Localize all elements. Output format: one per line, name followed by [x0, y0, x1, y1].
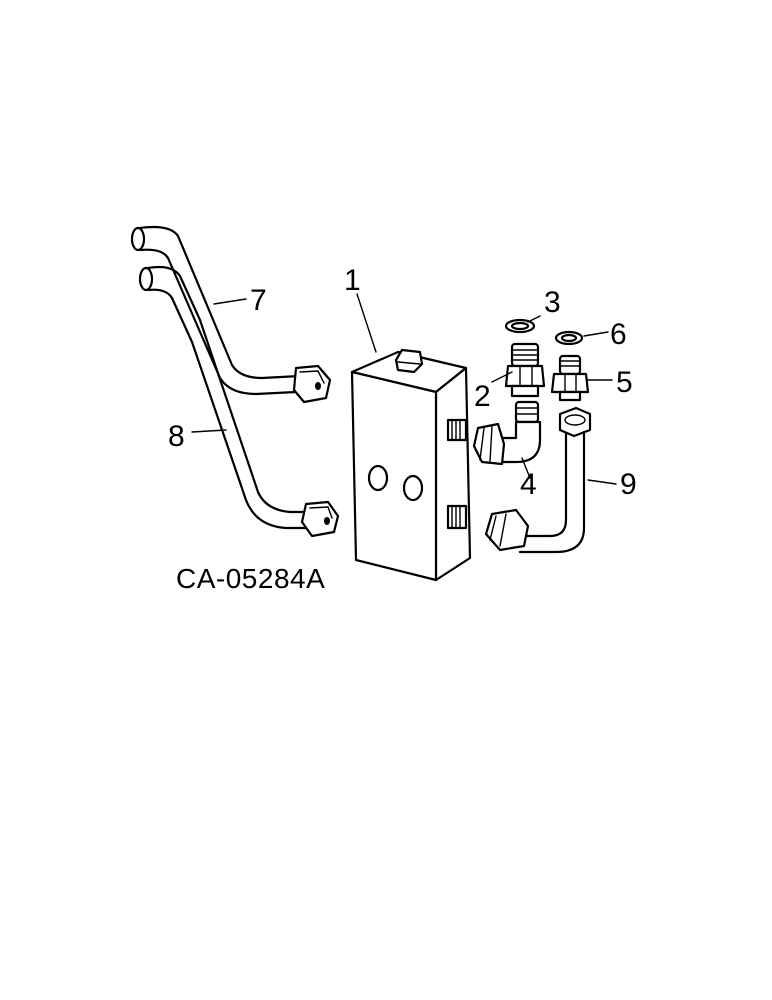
tube-8	[138, 265, 340, 538]
o-ring-3	[504, 318, 536, 334]
callout-5: 5	[616, 366, 633, 399]
callout-9: 9	[620, 468, 637, 501]
lower-port	[446, 504, 468, 530]
part-code: CA-05284A	[176, 563, 325, 594]
elbow-4	[472, 400, 542, 466]
tube-9	[484, 406, 592, 554]
upper-port	[446, 418, 468, 442]
callout-8: 8	[168, 420, 185, 453]
connector-2	[504, 342, 546, 398]
callout-4: 4	[520, 468, 537, 501]
callout-7: 7	[250, 284, 267, 317]
callout-1: 1	[344, 264, 361, 297]
seal-6	[554, 330, 584, 346]
callout-3: 3	[544, 286, 561, 319]
tube-7	[130, 225, 332, 404]
callout-6: 6	[610, 318, 627, 351]
leader-lines	[191, 293, 617, 485]
valve-block	[350, 348, 472, 582]
callout-2: 2	[474, 380, 491, 413]
connector-5	[550, 354, 590, 402]
